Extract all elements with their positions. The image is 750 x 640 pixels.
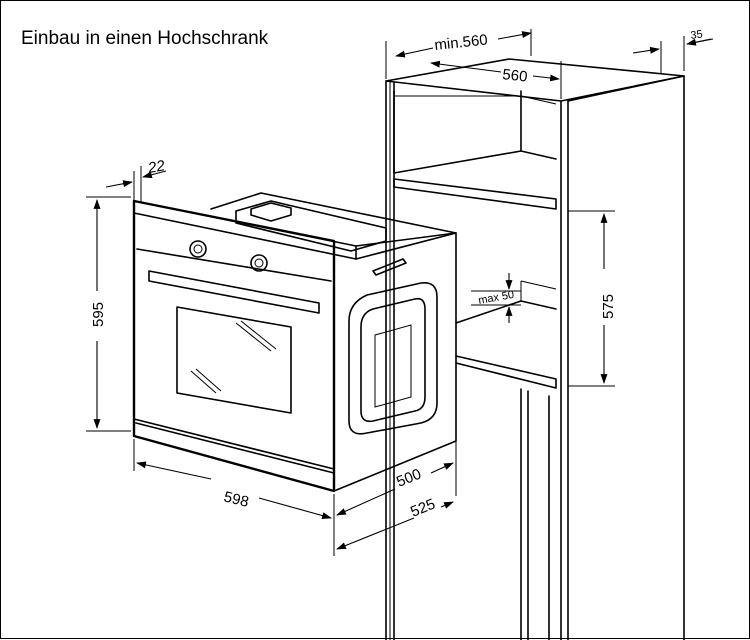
oven-vent <box>235 200 387 252</box>
oven-door-window <box>176 306 292 414</box>
diagram-title: Einbau in einen Hochschrank <box>21 28 269 49</box>
label-oven-depth: 500 <box>394 466 424 491</box>
oven-top <box>210 192 457 247</box>
label-oven-front-gap: 22 <box>146 157 167 177</box>
oven-side-window <box>348 281 438 435</box>
label-cabinet-offset: 35 <box>690 28 704 42</box>
oven-door-handle <box>148 270 320 314</box>
lower-shelf <box>455 355 557 389</box>
oven-knob-left <box>189 240 207 258</box>
cabinet-top <box>385 58 685 102</box>
label-oven-total-depth: 525 <box>408 496 438 521</box>
label-niche-height: 575 <box>600 294 617 319</box>
label-oven-width: 598 <box>222 488 250 511</box>
label-cabinet-width: 560 <box>502 66 529 86</box>
upper-shelf <box>393 178 557 210</box>
tall-cabinet <box>385 58 685 640</box>
oven <box>132 192 457 493</box>
dimension-lines <box>86 29 714 556</box>
label-cabinet-min-width: min.560 <box>434 31 489 53</box>
label-oven-height: 595 <box>90 302 107 327</box>
oven-knob-right <box>250 254 268 272</box>
dimension-labels: min.560 560 35 575 max 50 22 595 598 500… <box>90 28 704 520</box>
